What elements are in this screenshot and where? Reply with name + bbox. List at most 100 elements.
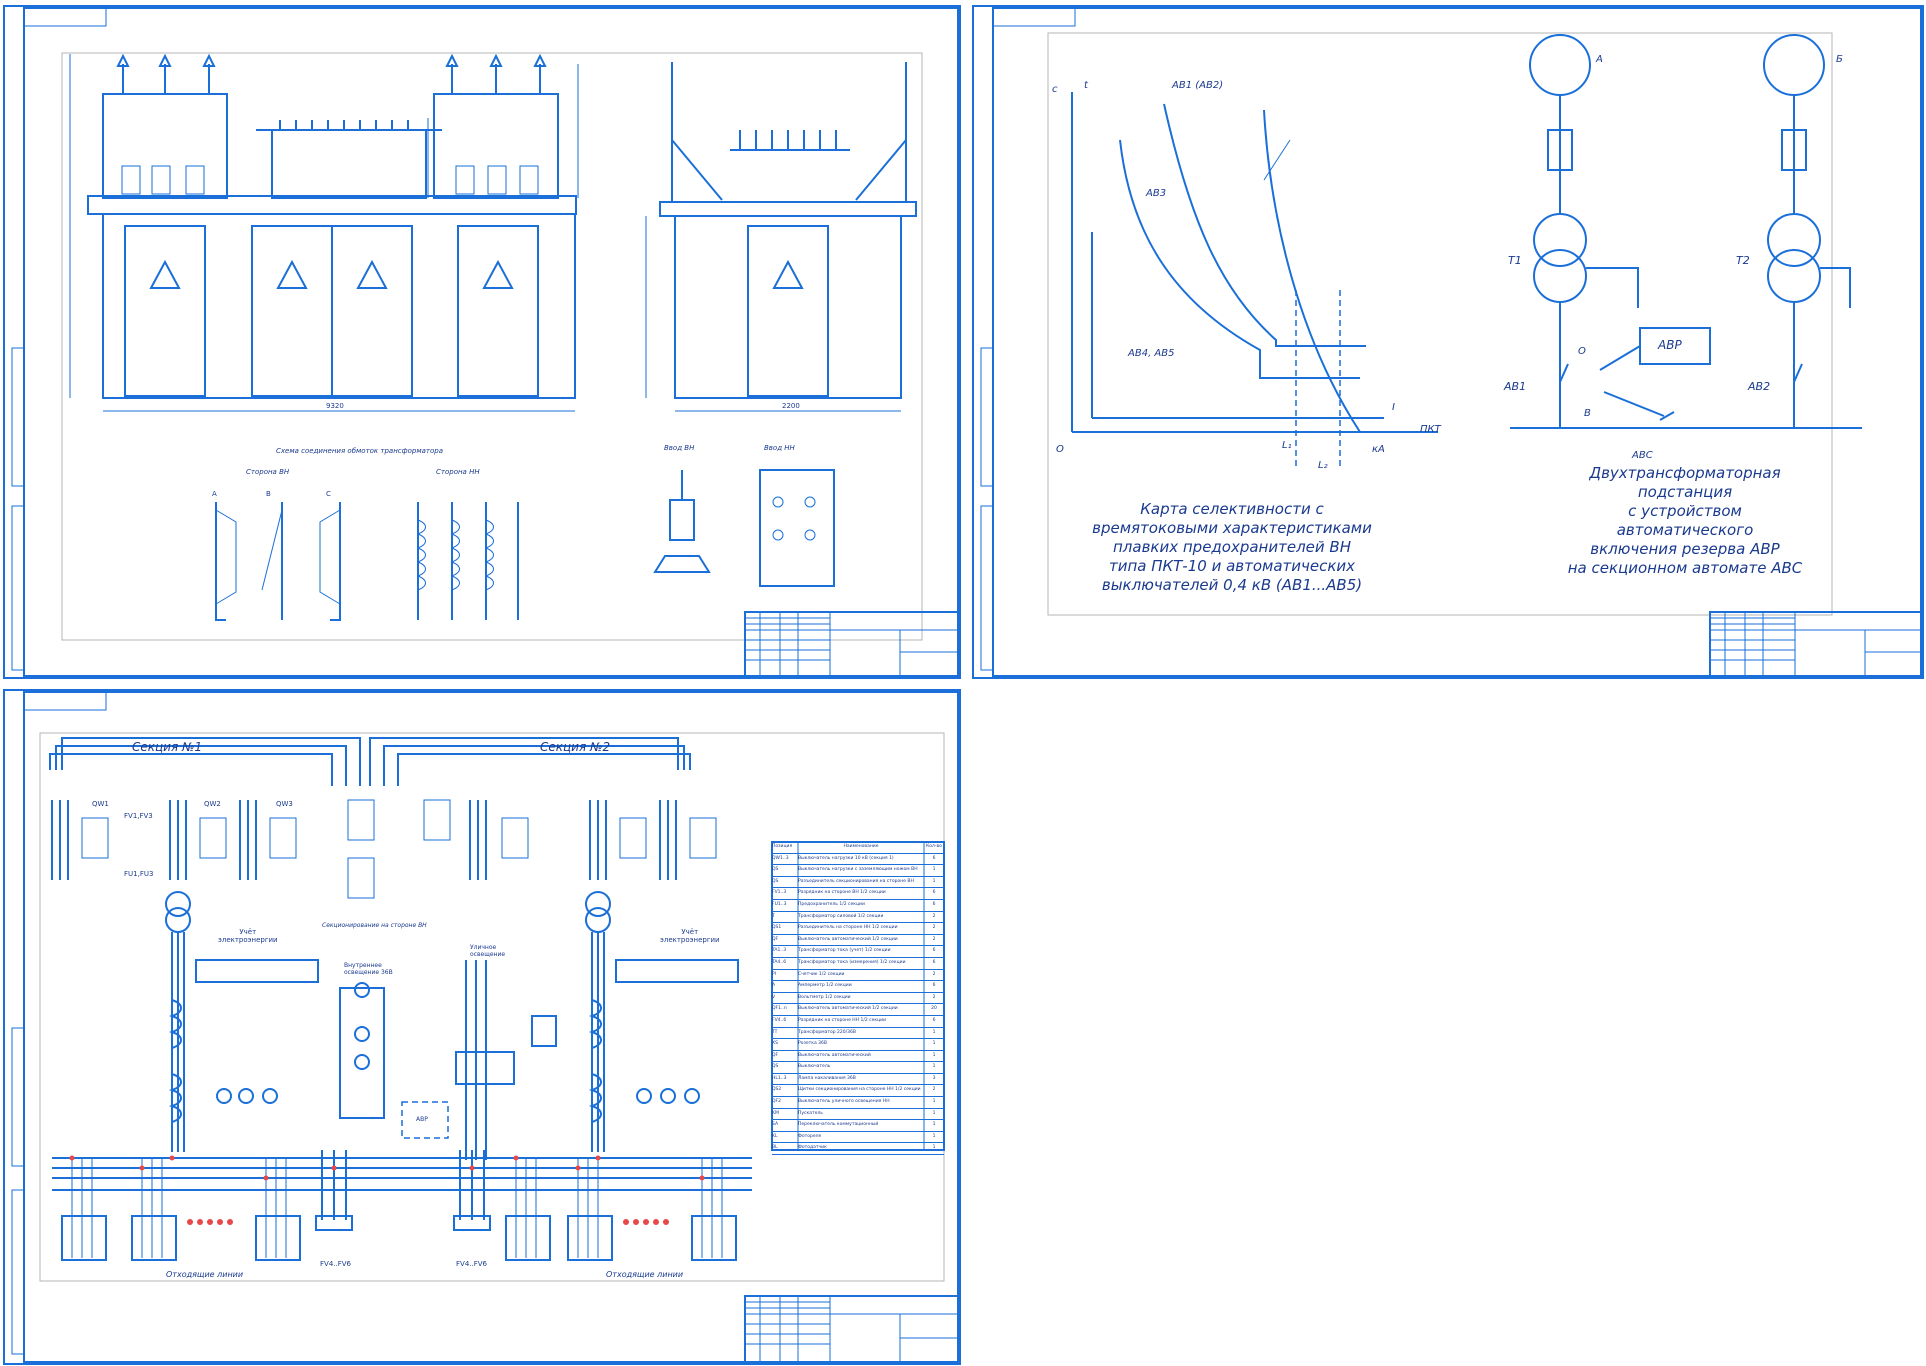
- fv-label: FV1,FV3: [124, 812, 153, 820]
- t2-label: Т2: [1736, 254, 1750, 267]
- table-cell: Выключатель нагрузки 10 кВ (секция 1): [798, 855, 894, 861]
- section-2-label: Секция №2: [540, 740, 611, 754]
- meter-2-line-1: Учёт: [681, 928, 699, 936]
- table-cell: SA: [772, 1122, 779, 1128]
- axis-origin: O: [1056, 444, 1064, 455]
- table-cell: V: [772, 994, 776, 1000]
- meter-2-line-2: электроэнергии: [660, 936, 720, 944]
- table-cell: Счетчик 1/2 секции: [798, 971, 845, 977]
- table-cell: 1: [932, 1122, 936, 1128]
- table-cell: Трансформатор тока (учет) 1/2 секции: [798, 948, 891, 954]
- table-cell: BL: [772, 1145, 778, 1151]
- spec-col-name: Наименование: [843, 844, 879, 849]
- table-cell: Розетка 36В: [798, 1041, 827, 1047]
- table-cell: 1: [932, 1052, 936, 1058]
- table-cell: 2: [932, 925, 936, 931]
- table-cell: A: [772, 983, 776, 989]
- table-row: FV1..3 Разрядник на стороне ВН 1/2 секции…: [772, 888, 944, 900]
- table-cell: 6: [932, 948, 936, 954]
- table-cell: 6: [932, 983, 936, 989]
- lines-label-2: Отходящие линии: [606, 1270, 684, 1279]
- table-cell: Выключатель нагрузки с заземляющим ножом…: [798, 867, 918, 873]
- caption-line-2: времятоковыми характеристиками: [1092, 519, 1372, 537]
- title-block-3: [744, 1295, 959, 1363]
- table-cell: Выключатель: [798, 1064, 831, 1070]
- table-cell: FV1..3: [772, 890, 787, 896]
- table-cell: 1: [932, 1133, 936, 1139]
- table-cell: Выключатель уличного освещения НН: [798, 1099, 890, 1105]
- avr-dashed-label: АВР: [416, 1116, 428, 1123]
- hv-side-label: Сторона ВН: [246, 468, 290, 476]
- table-cell: Выключатель автоматический 1/2 секции: [798, 1006, 898, 1012]
- curve-label-ab1: АВ1 (АВ2): [1172, 80, 1224, 91]
- table-cell: 6: [932, 959, 936, 965]
- table-cell: 6: [932, 890, 936, 896]
- title-line-4: автоматического: [1616, 521, 1754, 539]
- section-hv-label: Секционирование на стороне ВН: [322, 922, 427, 929]
- table-cell: Выключатель автоматический 1/2 секции: [798, 936, 898, 942]
- table-cell: Разрядник на стороне ВН 1/2 секции: [798, 890, 886, 896]
- curve-label-ab4: АВ4, АВ5: [1128, 348, 1175, 359]
- table-cell: Фотореле: [798, 1133, 822, 1139]
- table-cell: TA4..6: [772, 959, 787, 965]
- title-line-2: подстанция: [1637, 483, 1733, 501]
- caption-line-1: Карта селективности с: [1140, 500, 1324, 518]
- ext-light-line-2: освещение: [470, 951, 506, 958]
- table-cell: 6: [932, 901, 936, 907]
- table-cell: QS: [772, 878, 779, 884]
- sheet-frames: [3, 5, 1924, 1365]
- main-diagram: [49, 737, 945, 1261]
- table-cell: FV4..6: [772, 1017, 787, 1023]
- table-cell: 3: [932, 1075, 936, 1081]
- source-b: Б: [1836, 54, 1843, 65]
- l2-label: L₂: [1318, 460, 1328, 471]
- ext-light-label: Уличное освещение: [470, 944, 505, 958]
- spec-table-header: Позиция Наименование Кол-во: [772, 842, 944, 854]
- table-cell: Трансформатор тока (измерения) 1/2 секци…: [798, 959, 906, 965]
- int-light-label: Внутреннее освещение 36В: [344, 962, 393, 976]
- meter-1-label: Учёт электроэнергии: [218, 928, 278, 944]
- table-cell: Трансформатор 220/36В: [798, 1029, 856, 1035]
- title-line-5: включения резерва АВР: [1590, 540, 1780, 558]
- axis-c: c: [1052, 84, 1058, 95]
- hv-phase-b: B: [266, 490, 271, 498]
- table-cell: T: [772, 913, 775, 919]
- table-cell: Трансформатор силовой 1/2 секции: [798, 913, 884, 919]
- title-block-2: [1709, 611, 1922, 677]
- l1-label: L₁: [1282, 440, 1292, 451]
- qw3-label: QW3: [276, 800, 293, 808]
- table-cell: QF: [772, 936, 779, 942]
- fv-left-label: FV4..FV6: [320, 1260, 351, 1268]
- ab2-label: АВ2: [1748, 380, 1771, 393]
- caption-line-5: выключателей 0,4 кВ (АВ1...АВ5): [1101, 576, 1363, 594]
- ext-light-line-1: Уличное: [470, 944, 497, 951]
- avr-box-label: АВР: [1658, 338, 1682, 352]
- table-cell: 6: [932, 1017, 936, 1023]
- meter-1-line-1: Учёт: [239, 928, 257, 936]
- table-cell: PI: [772, 971, 777, 977]
- table-cell: 1: [932, 1110, 936, 1116]
- title-line-1: Двухтрансформаторная: [1589, 464, 1781, 482]
- table-cell: Щитки секционирования на стороне НН 1/2 …: [798, 1087, 921, 1093]
- table-cell: Предохранитель 1/2 секции: [798, 901, 865, 907]
- lv-side-label: Сторона НН: [436, 468, 480, 476]
- axis-t: t: [1084, 80, 1088, 91]
- table-cell: 1: [932, 878, 936, 884]
- selectivity-caption: Карта селективности с времятоковыми хара…: [1082, 500, 1382, 595]
- input-hv-label: Ввод ВН: [664, 444, 695, 452]
- winding-scheme-title: Схема соединения обмоток трансформатора: [276, 447, 443, 455]
- table-cell: QS: [772, 1064, 779, 1070]
